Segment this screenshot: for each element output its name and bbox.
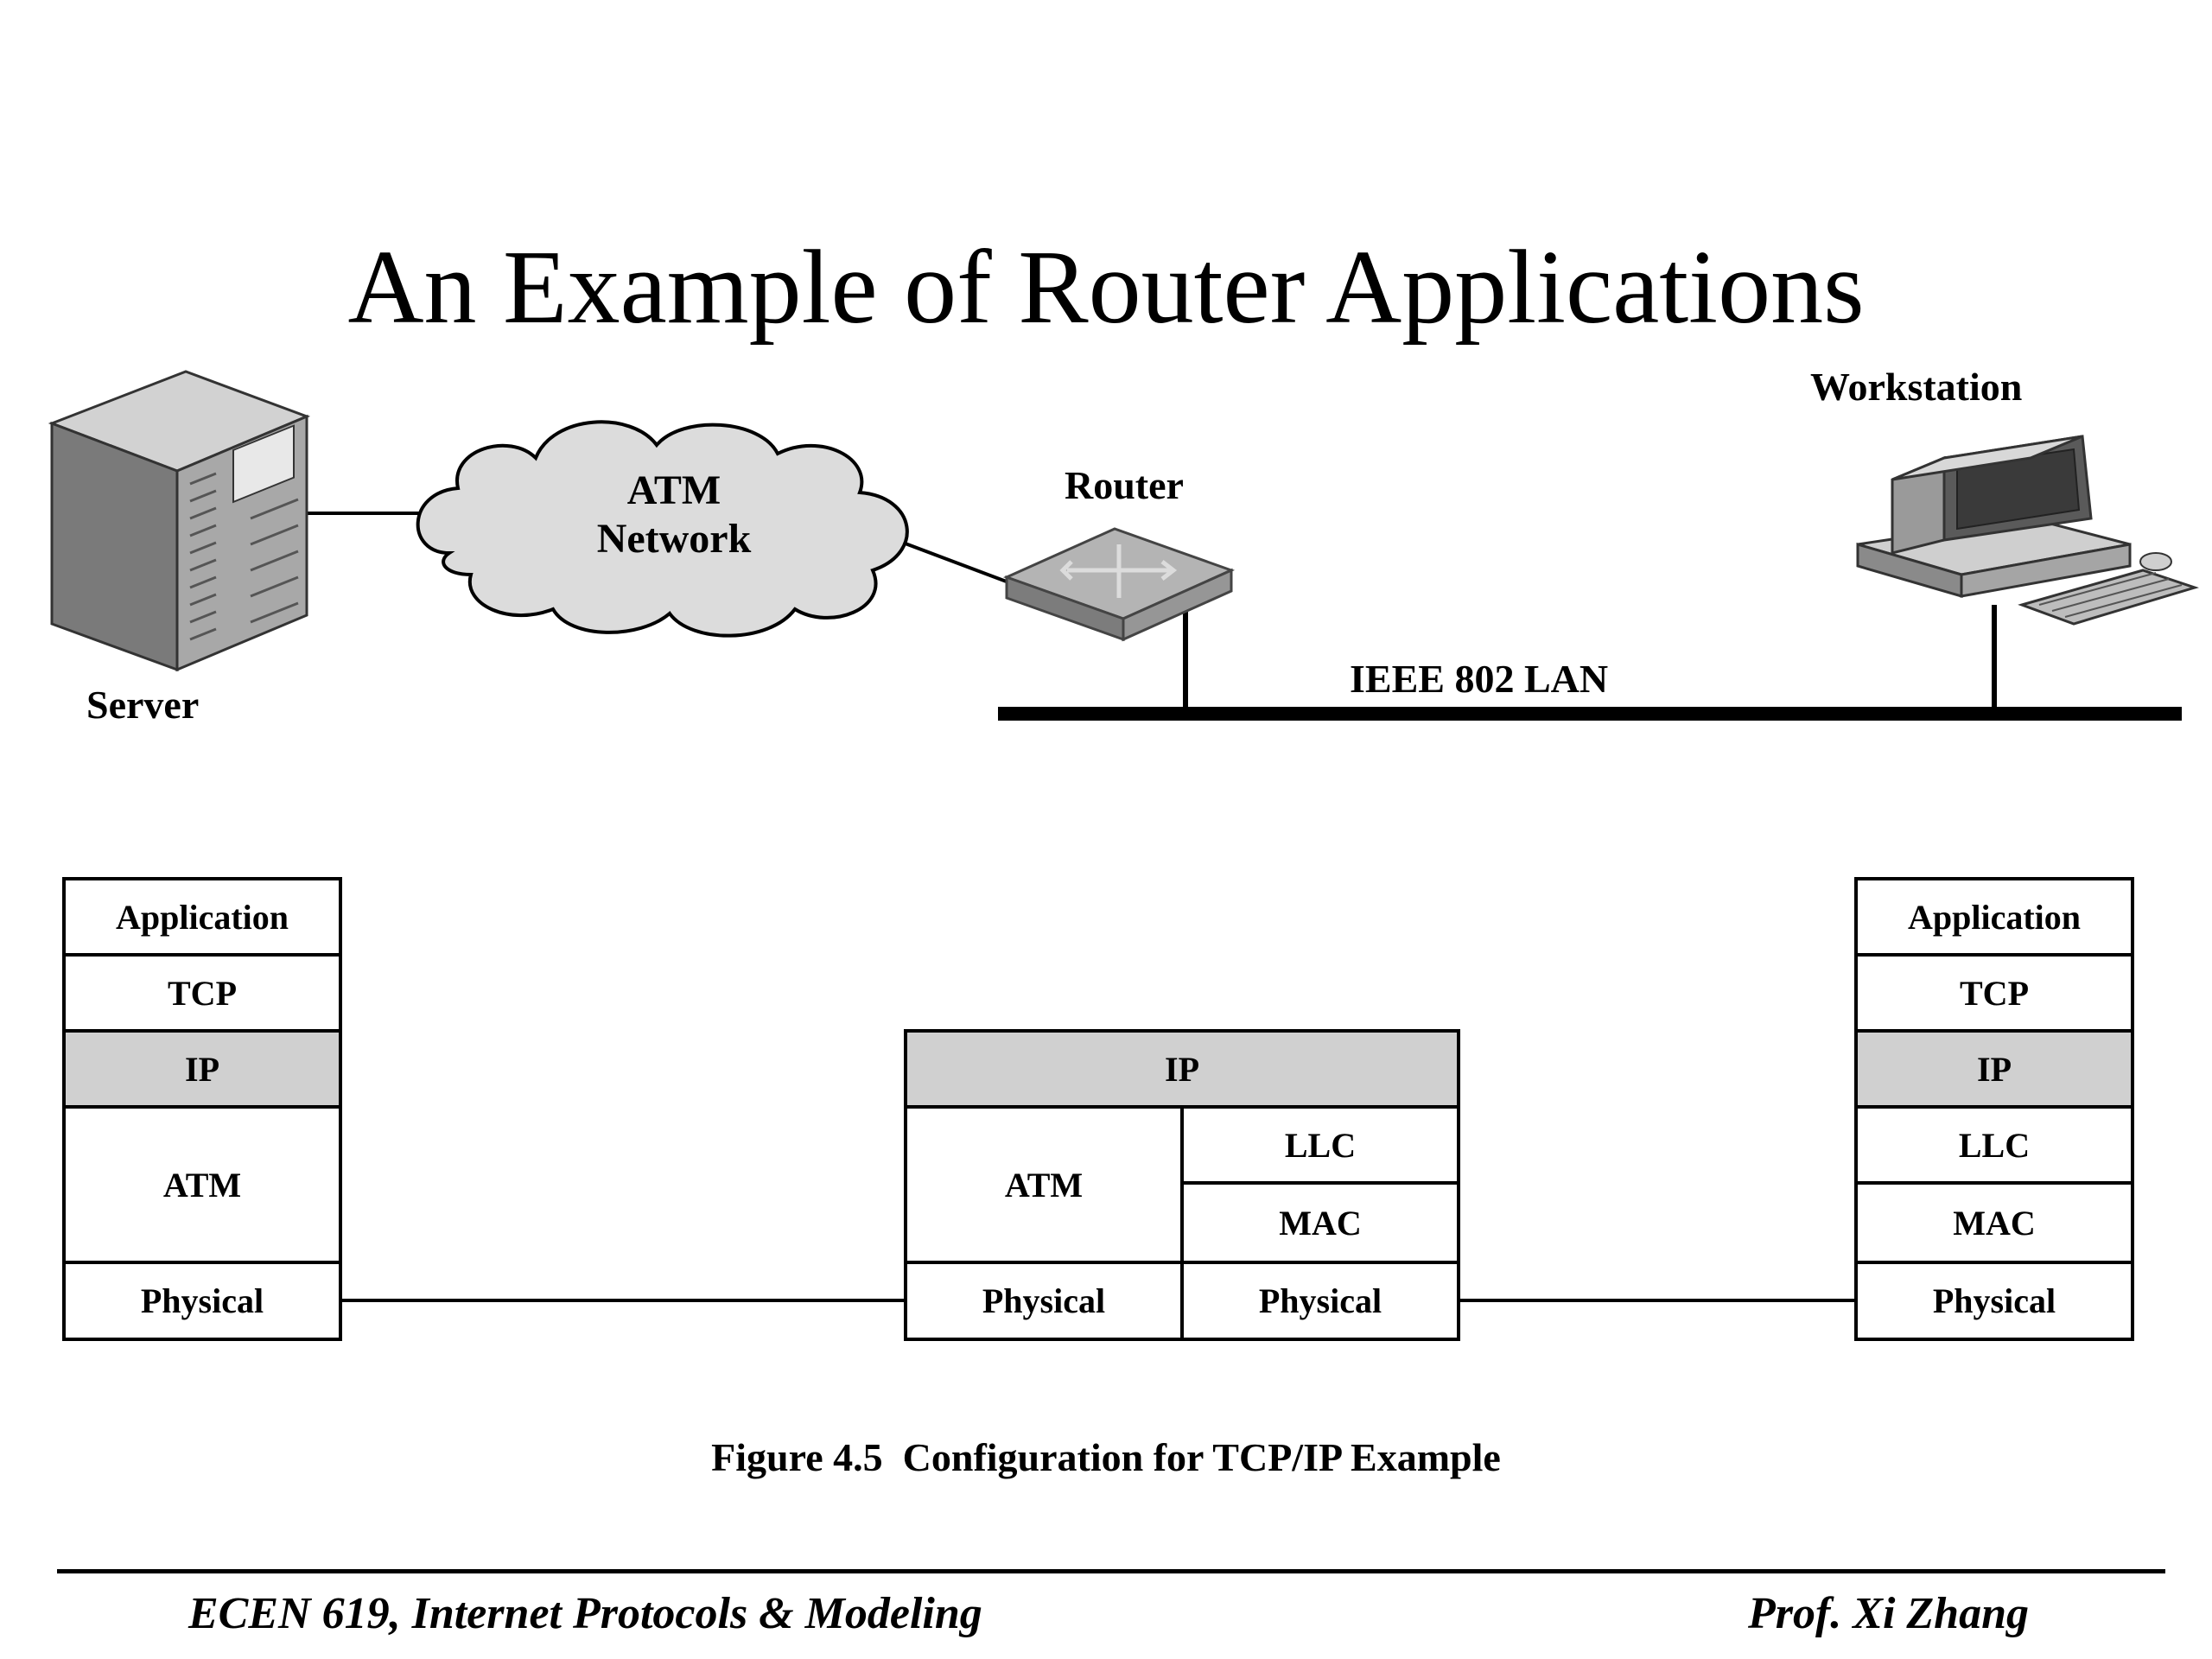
router-atm-layer: ATM bbox=[904, 1105, 1184, 1264]
workstation-ip-layer: IP bbox=[1854, 1029, 2134, 1109]
router-ip-layer: IP bbox=[904, 1029, 1460, 1109]
router-mac-layer: MAC bbox=[1180, 1181, 1460, 1264]
workstation-llc-layer: LLC bbox=[1854, 1105, 2134, 1185]
router-label: Router bbox=[1065, 463, 1184, 507]
server-icon bbox=[48, 370, 311, 672]
footer-instructor: Prof. Xi Zhang bbox=[1747, 1589, 2029, 1638]
router-llc-layer: LLC bbox=[1180, 1105, 1460, 1185]
figure-caption: Figure 4.5 Configuration for TCP/IP Exam… bbox=[711, 1435, 1501, 1479]
server-ip-layer: IP bbox=[62, 1029, 342, 1109]
workstation-application-layer: Application bbox=[1854, 877, 2134, 957]
atm-cloud-icon bbox=[416, 420, 909, 638]
workstation-mac-layer: MAC bbox=[1854, 1181, 2134, 1264]
lan-label: IEEE 802 LAN bbox=[1350, 657, 1609, 701]
slide-title: An Example of Router Applications bbox=[347, 229, 1865, 346]
cloud-label-line2: Network bbox=[596, 516, 752, 562]
workstation-icon bbox=[1856, 435, 2199, 626]
router-physical-left-layer: Physical bbox=[904, 1261, 1184, 1341]
workstation-label: Workstation bbox=[1810, 365, 2023, 409]
server-label: Server bbox=[86, 683, 200, 727]
lan-bus bbox=[998, 707, 2182, 721]
server-application-layer: Application bbox=[62, 877, 342, 957]
cloud-router-link bbox=[902, 541, 1012, 585]
footer-course: ECEN 619, Internet Protocols & Modeling bbox=[188, 1589, 982, 1638]
server-tcp-layer: TCP bbox=[62, 953, 342, 1033]
server-atm-layer: ATM bbox=[62, 1105, 342, 1264]
router-physical-right-layer: Physical bbox=[1180, 1261, 1460, 1341]
router-icon bbox=[1002, 527, 1236, 642]
workstation-tcp-layer: TCP bbox=[1854, 953, 2134, 1033]
cloud-label: ATM Network bbox=[527, 467, 821, 563]
cloud-label-line1: ATM bbox=[626, 467, 721, 513]
workstation-physical-layer: Physical bbox=[1854, 1261, 2134, 1341]
server-physical-layer: Physical bbox=[62, 1261, 342, 1341]
footer-divider bbox=[57, 1569, 2165, 1573]
